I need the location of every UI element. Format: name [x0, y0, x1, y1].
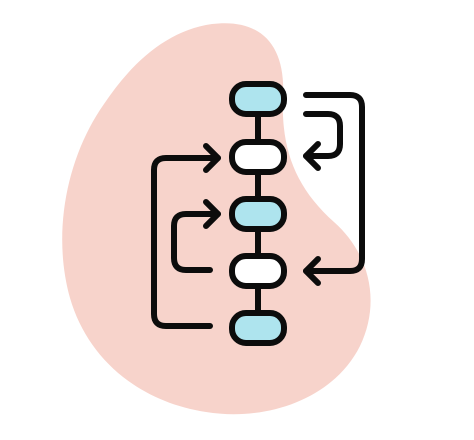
left-outer-arrowhead [203, 143, 221, 173]
node-4 [229, 253, 287, 289]
node-2 [229, 139, 287, 175]
node-5 [229, 310, 287, 346]
right-inner-loop-arrow [303, 111, 343, 159]
left-inner-loop-arrow [171, 211, 221, 273]
flow-nodes [229, 81, 287, 346]
workflow-icon [151, 92, 365, 329]
right-inner-arrowhead [303, 141, 321, 171]
right-outer-loop-arrow [303, 92, 365, 274]
left-inner-arrowhead [203, 199, 221, 229]
left-outer-loop-arrow [151, 155, 221, 329]
right-outer-arrowhead [303, 256, 321, 286]
node-3 [229, 196, 287, 232]
node-1 [229, 81, 287, 117]
